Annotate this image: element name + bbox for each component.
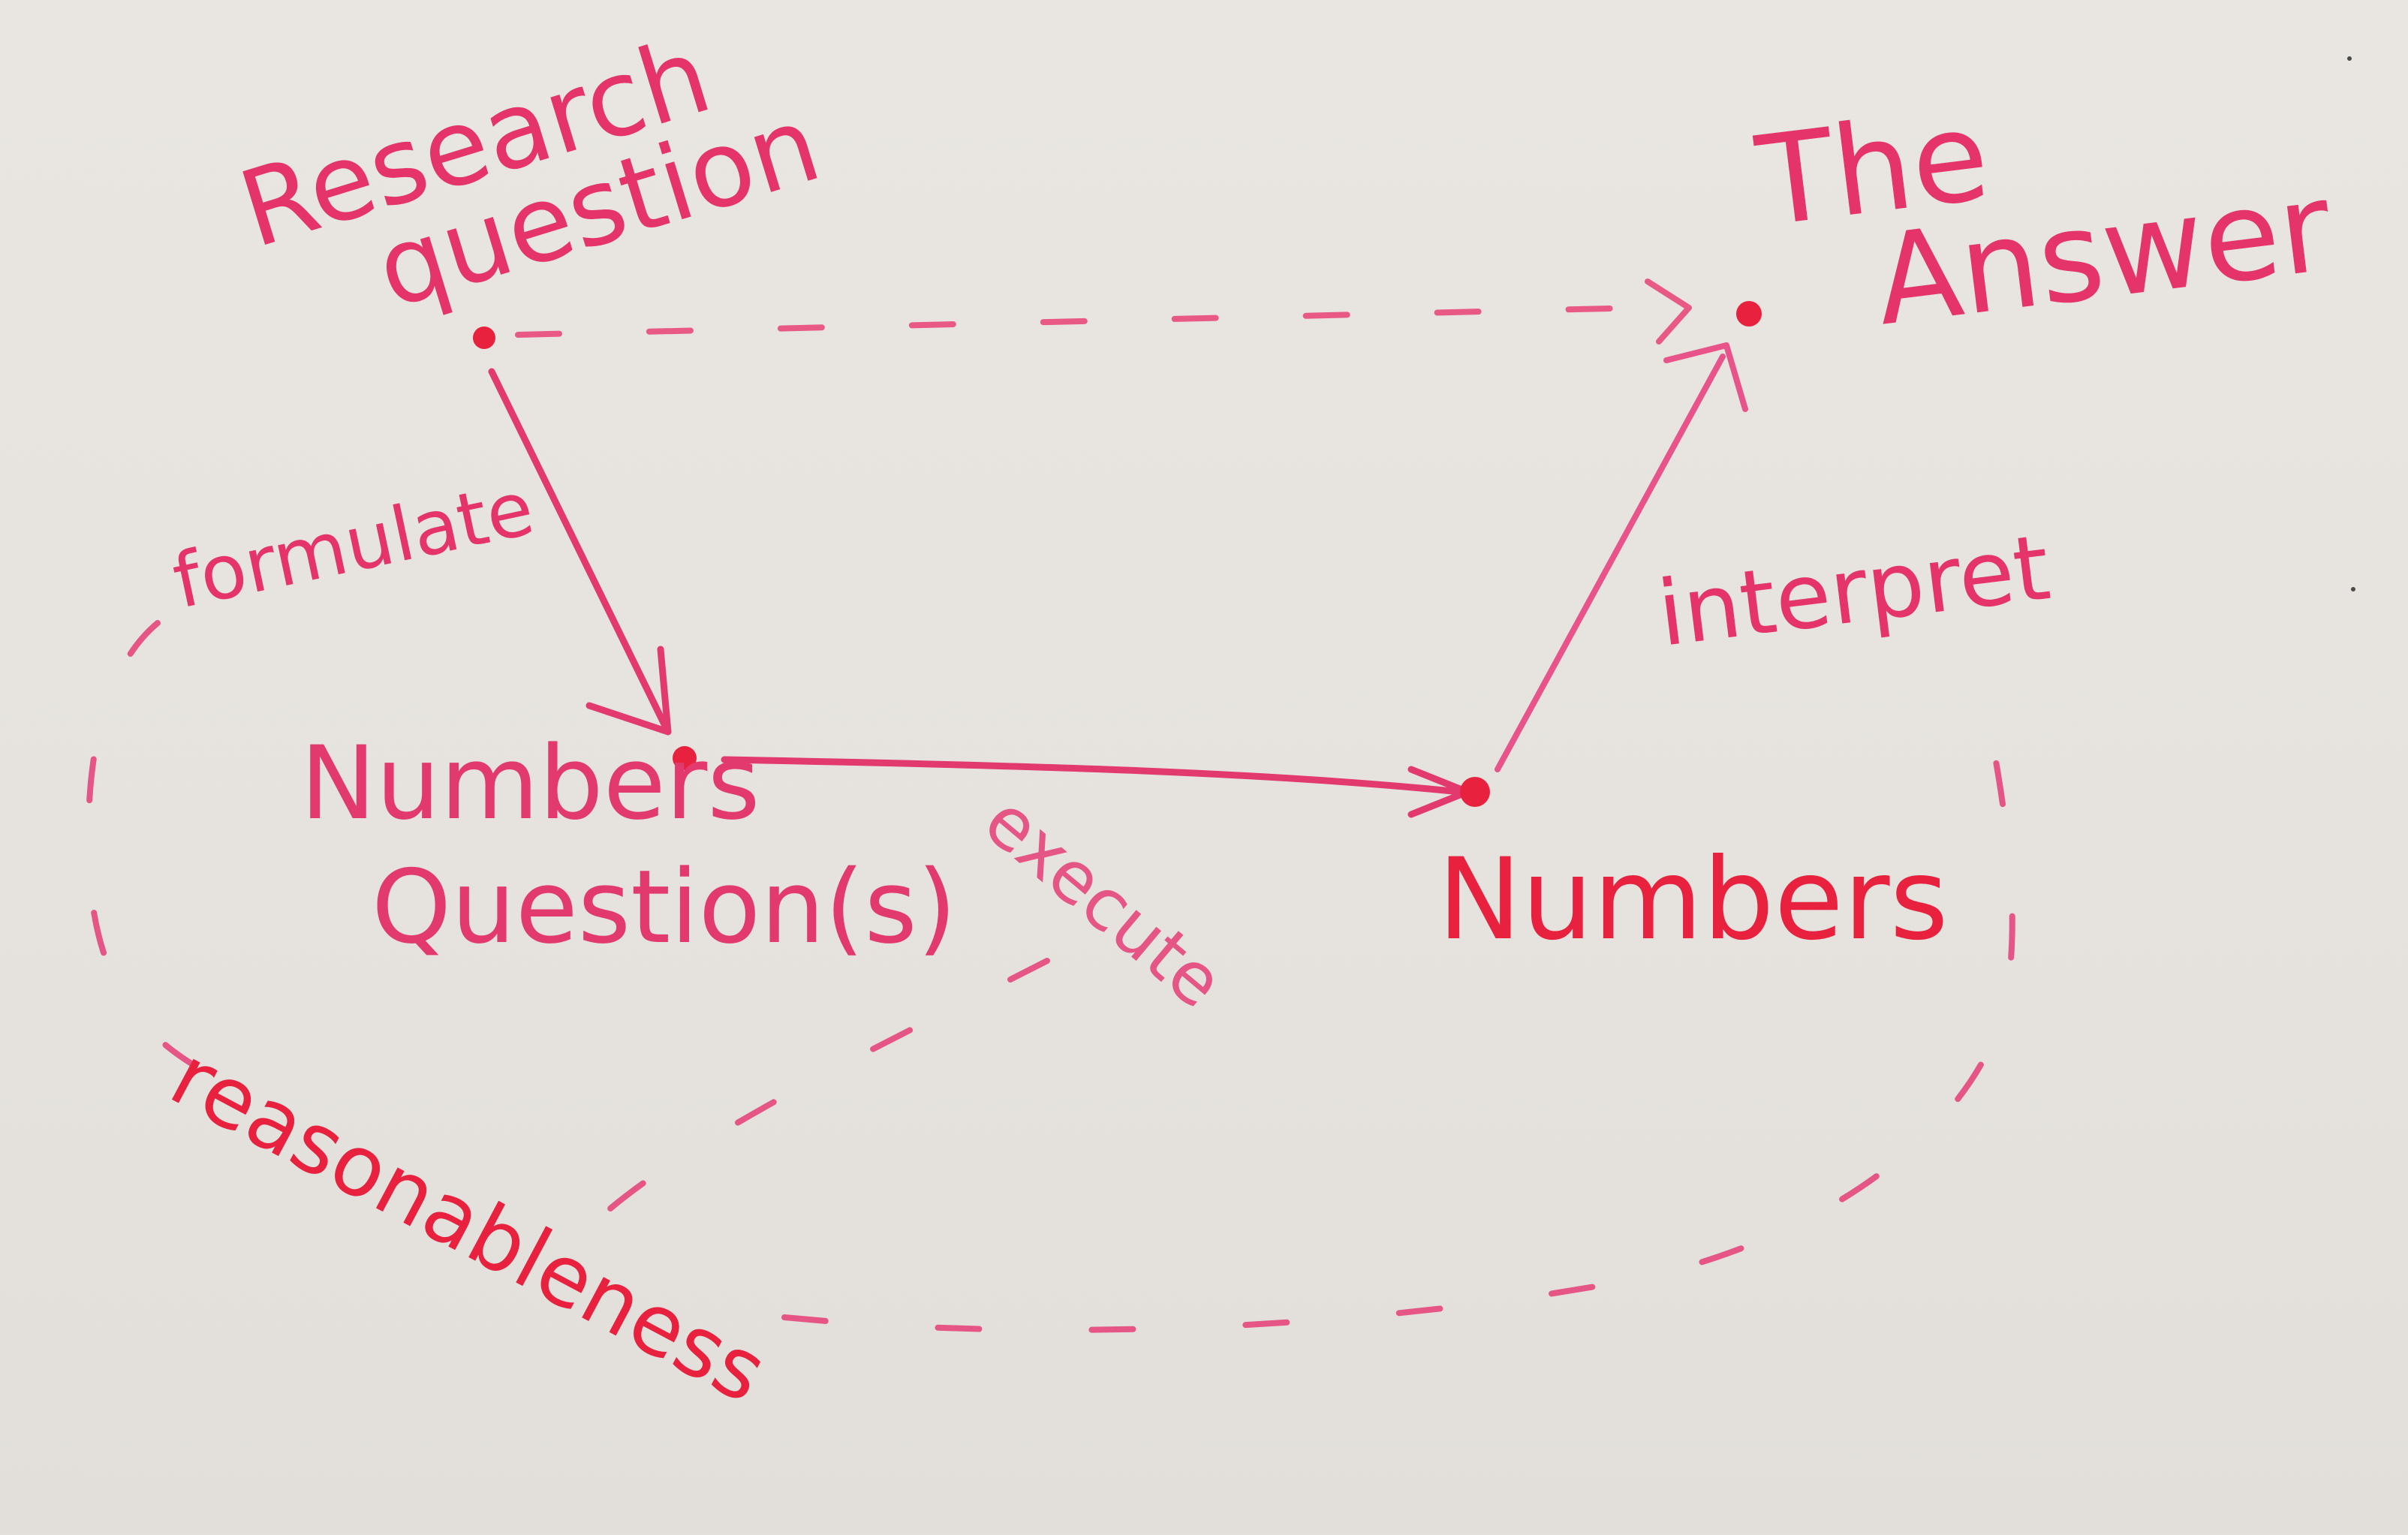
research-question-dot [473,327,495,349]
dashed-arrow-question-to-answer [515,305,1643,338]
interpret-arrow [1494,354,1726,772]
board-speck [2347,56,2352,61]
execute-label: execute [968,779,1238,1024]
interpret-arrowhead [1663,342,1748,412]
reasonableness-label: reasonableness [155,1028,781,1422]
reasonableness-loop [85,620,2015,1333]
numbers-label: Numbers [1437,835,1949,965]
numbers-question-dot [673,746,697,770]
numbers-dot [1460,777,1490,807]
dashed-arrowhead [1645,278,1692,345]
board-speck [2351,587,2355,591]
formulate-label: formulate [166,464,541,626]
numbers-questions-label: Numbers Question(s) [300,724,956,966]
answer-dot [1736,301,1762,327]
formulate-arrowhead [585,646,672,736]
formulate-arrow [488,368,668,728]
interpret-label: interpret [1653,516,2055,667]
research-question-label: Research question [227,0,833,366]
the-answer-label: The Answer [1749,43,2338,366]
execute-arrow [721,756,1464,796]
